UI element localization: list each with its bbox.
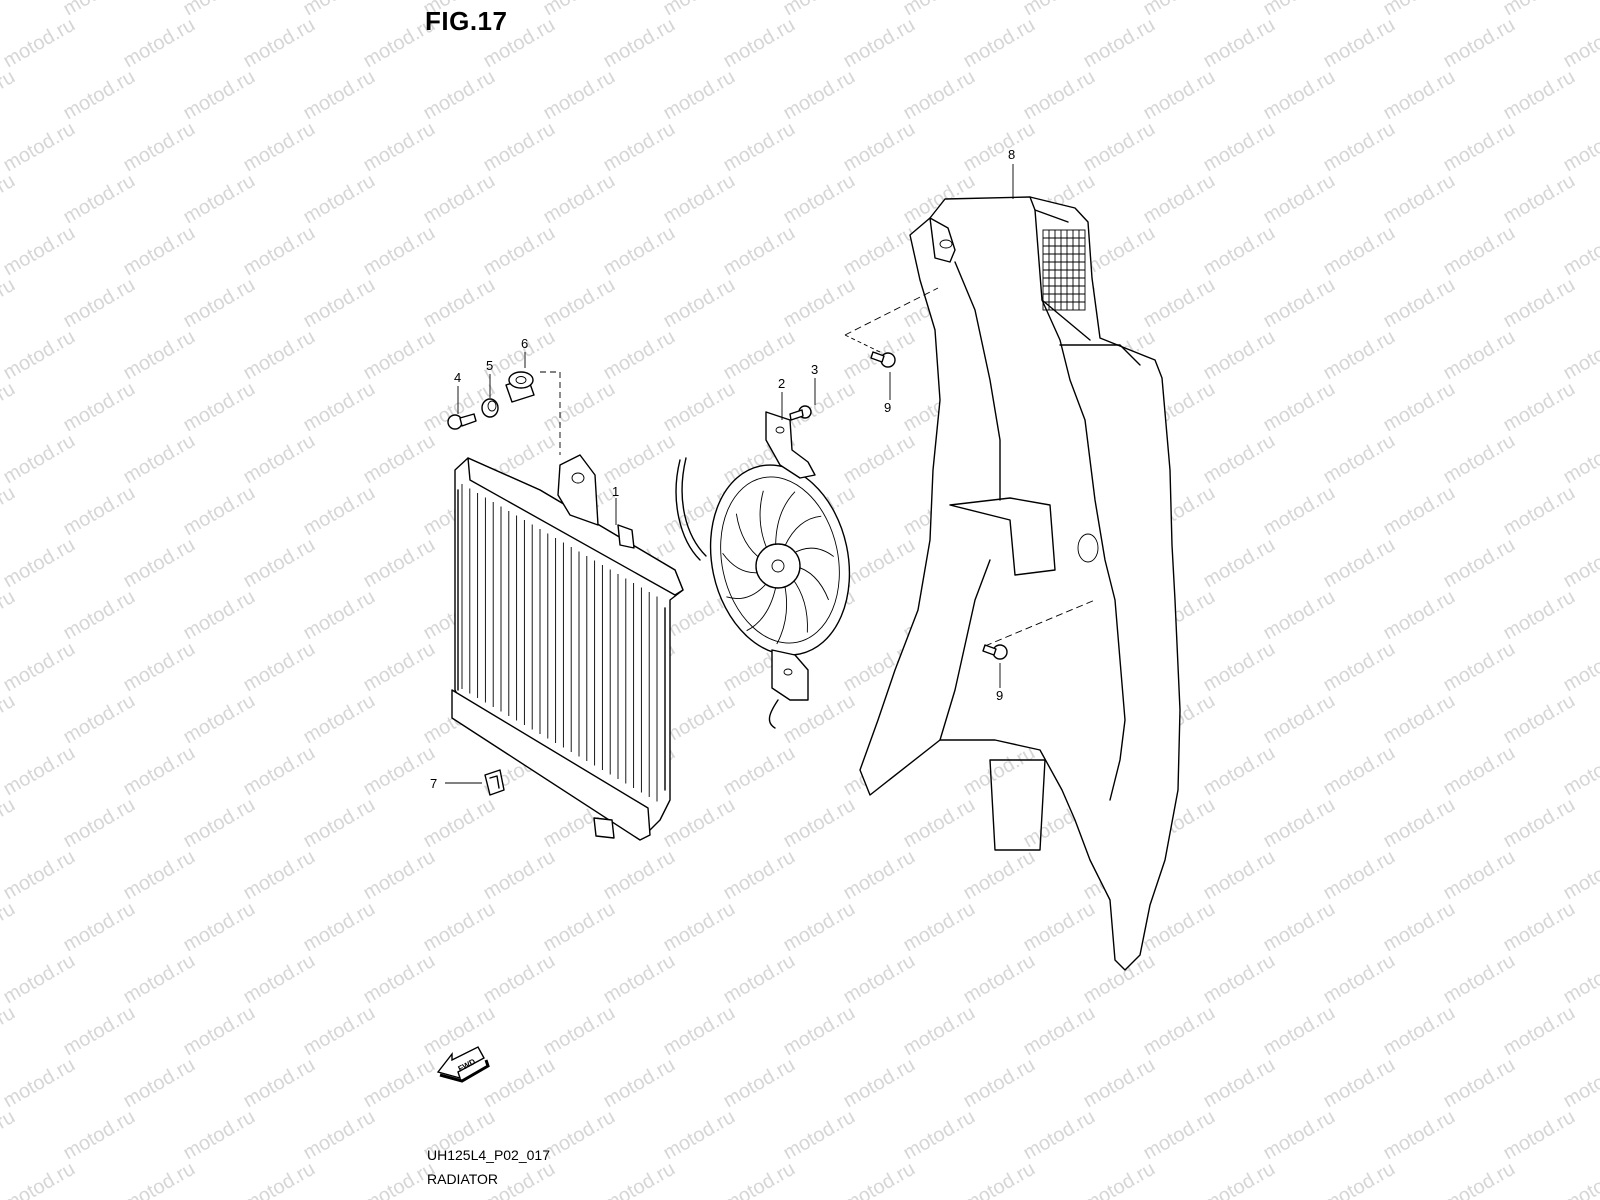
cover-bolt-lower: [982, 644, 1008, 660]
cooling-fan: [675, 411, 851, 729]
callout-8: 8: [1008, 147, 1015, 162]
radiator-cover: [859, 196, 1181, 971]
callout-1: 1: [612, 484, 619, 499]
figure-code: UH125L4_P02_017: [427, 1147, 550, 1163]
cushion: [505, 371, 535, 403]
forward-arrow-icon: FWD: [436, 1046, 490, 1083]
callout-4: 4: [454, 370, 461, 385]
callout-2: 2: [778, 376, 785, 391]
leader-lines: [445, 164, 1096, 784]
fan-bolt: [789, 405, 812, 421]
radiator: [451, 454, 684, 841]
callout-9-upper: 9: [884, 400, 891, 415]
collar: [481, 398, 499, 418]
callout-3: 3: [811, 362, 818, 377]
cover-bolt-upper: [870, 351, 896, 368]
figure-title: FIG.17: [425, 6, 508, 36]
clip: [484, 769, 505, 796]
callout-6: 6: [521, 336, 528, 351]
callout-9-lower: 9: [996, 688, 1003, 703]
radiator-bolt: [447, 413, 477, 430]
callout-5: 5: [486, 358, 493, 373]
callout-7: 7: [430, 776, 437, 791]
figure-name: RADIATOR: [427, 1171, 499, 1187]
